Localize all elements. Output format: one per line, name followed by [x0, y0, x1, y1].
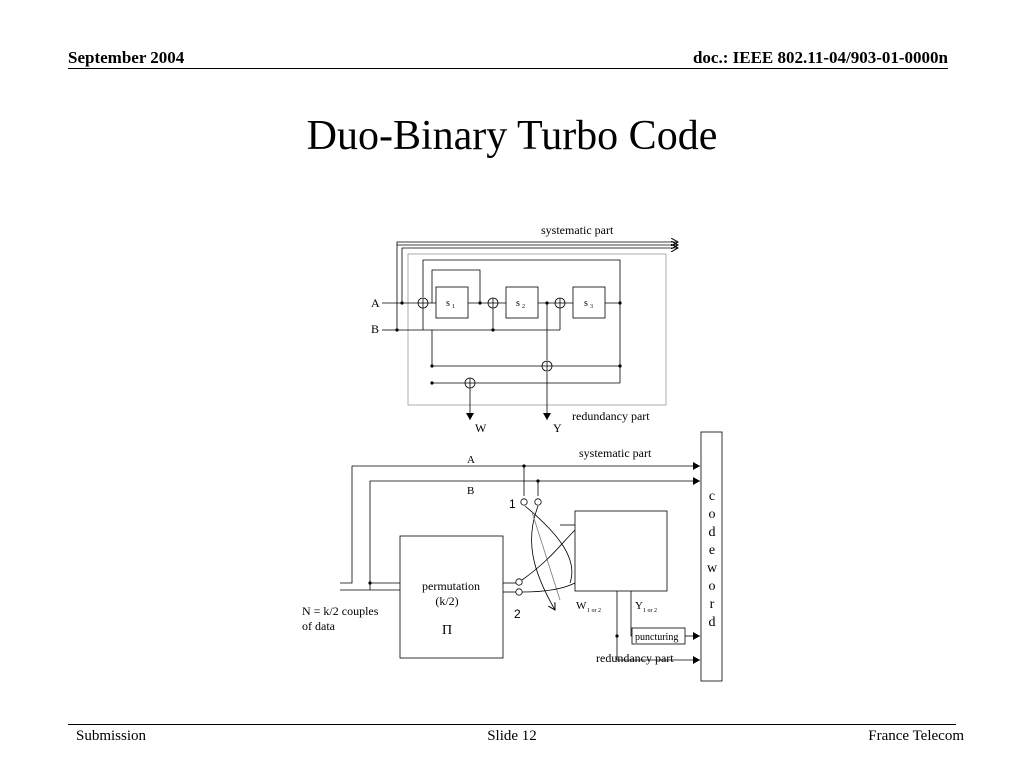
- slide-title: Duo-Binary Turbo Code: [306, 113, 718, 159]
- codeword-box: [700, 431, 723, 682]
- redundancy-label-bottom: redundancy part: [596, 651, 674, 665]
- xor-adder-w: [464, 377, 476, 389]
- switch-contact-perm-b: [515, 588, 523, 596]
- header-doc-id: doc.: IEEE 802.11-04/903-01-0000n: [692, 48, 948, 67]
- header-date: September 2004: [68, 48, 185, 67]
- w-output-label: W: [576, 600, 587, 612]
- codeword-letter: c: [709, 489, 715, 504]
- xor-adder-3: [554, 297, 566, 309]
- permutation-size: (k/2): [435, 594, 458, 608]
- xor-adder-y: [541, 360, 553, 372]
- codeword-letter: o: [709, 579, 716, 594]
- codeword-letter: r: [710, 597, 715, 612]
- data-couples-label-2: of data: [302, 619, 336, 633]
- permutation-label: permutation: [422, 579, 480, 593]
- data-couples-label: N = k/2 couples: [302, 604, 379, 618]
- w-output-sub: 1 or 2: [587, 608, 601, 614]
- header-rule: [68, 68, 948, 69]
- switch-position-2: 2: [514, 607, 521, 621]
- turbo-encoder: [340, 431, 723, 682]
- register-s3: [572, 286, 606, 319]
- switch-contact-a: [520, 498, 528, 506]
- turbo-input-a-label: A: [467, 454, 475, 466]
- footer-submission: Submission: [76, 728, 147, 744]
- permutation-box: [399, 535, 504, 659]
- input-a-label: A: [371, 296, 380, 310]
- puncturing-label: puncturing: [635, 632, 678, 643]
- codeword-letters: c o d e w o r d: [707, 489, 718, 630]
- y-output-label: Y: [635, 600, 643, 612]
- footer-rule: [68, 724, 956, 725]
- register-s2-label: s: [516, 298, 520, 309]
- xor-adder-1: [417, 297, 429, 309]
- switch-contact-perm-a: [515, 578, 523, 586]
- register-s2: [505, 286, 539, 319]
- switch-position-1: 1: [509, 497, 516, 511]
- encoder-frame: [407, 253, 667, 406]
- codeword-letter: w: [707, 561, 718, 576]
- register-s3-sub: 3: [590, 304, 593, 310]
- systematic-label-bottom: systematic part: [579, 446, 652, 460]
- footer-slide-number: Slide 12: [487, 728, 537, 744]
- codeword-letter: o: [709, 507, 716, 522]
- codeword-letter: d: [709, 615, 716, 630]
- input-b-label: B: [371, 322, 379, 336]
- y-output-sub: 1 or 2: [643, 608, 657, 614]
- xor-adder-2: [487, 297, 499, 309]
- register-s1: [435, 286, 469, 319]
- footer-organization: France Telecom: [868, 728, 964, 744]
- register-s3-label: s: [584, 298, 588, 309]
- codeword-letter: e: [709, 543, 715, 558]
- switch-contact-b: [534, 498, 542, 506]
- crsc-encoder-labels: systematic part A B s 1 s 2 s 3 W Y redu…: [371, 223, 650, 435]
- turbo-encoder-labels: systematic part A B 1 2 permutation (k/2…: [302, 446, 718, 665]
- register-s1-sub: 1: [452, 304, 455, 310]
- redundancy-label-top: redundancy part: [572, 409, 650, 423]
- permutation-symbol: Π: [442, 623, 452, 638]
- output-w-label: W: [475, 421, 487, 435]
- turbo-input-b-label: B: [467, 485, 474, 497]
- systematic-label-top: systematic part: [541, 223, 614, 237]
- crsc-encoder-box: [574, 510, 668, 592]
- crsc-encoder: [382, 242, 678, 420]
- output-y-label: Y: [553, 421, 562, 435]
- register-s1-label: s: [446, 298, 450, 309]
- codeword-letter: d: [709, 525, 716, 540]
- register-s2-sub: 2: [522, 304, 525, 310]
